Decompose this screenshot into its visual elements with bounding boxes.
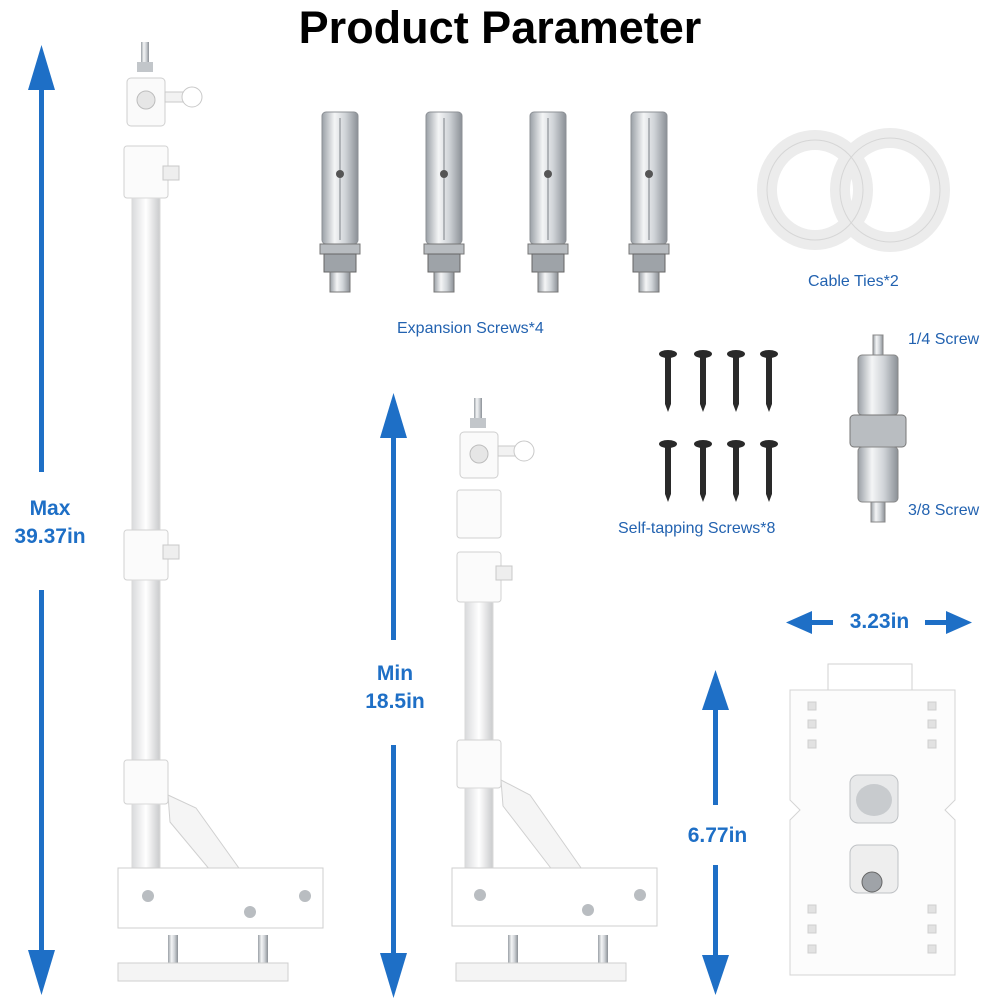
plate-width-arrow <box>786 611 972 634</box>
max-value: 39.37in <box>14 525 86 548</box>
plate-width-label: 3.23in <box>849 610 910 633</box>
min-height-label: Min 18.5in <box>340 660 450 716</box>
cable-ties-caption: Cable Ties*2 <box>808 273 899 290</box>
adapter-screw-image <box>849 334 907 523</box>
max-height-arrow <box>28 45 55 995</box>
expansion-screws-caption: Expansion Screws*4 <box>397 320 544 337</box>
self-tapping-screws-image <box>659 350 778 502</box>
plate-height-label: 6.77in <box>687 824 748 847</box>
min-label: Min <box>376 662 414 685</box>
expansion-screws-image <box>319 111 670 293</box>
stand-collapsed <box>451 398 658 982</box>
plate-height-arrow <box>702 670 729 995</box>
adapter-top-caption: 1/4 Screw <box>908 331 980 348</box>
max-height-label: Max 39.37in <box>0 495 100 551</box>
page-title: Product Parameter <box>298 2 702 53</box>
min-height-arrow <box>380 393 407 998</box>
adapter-bottom-caption: 3/8 Screw <box>908 502 980 519</box>
mounting-plate-image <box>789 663 956 976</box>
cable-ties-image <box>757 128 950 252</box>
stand-extended <box>117 42 324 982</box>
min-value: 18.5in <box>365 690 425 713</box>
self-tapping-screws-caption: Self-tapping Screws*8 <box>618 520 776 537</box>
max-label: Max <box>29 497 71 520</box>
